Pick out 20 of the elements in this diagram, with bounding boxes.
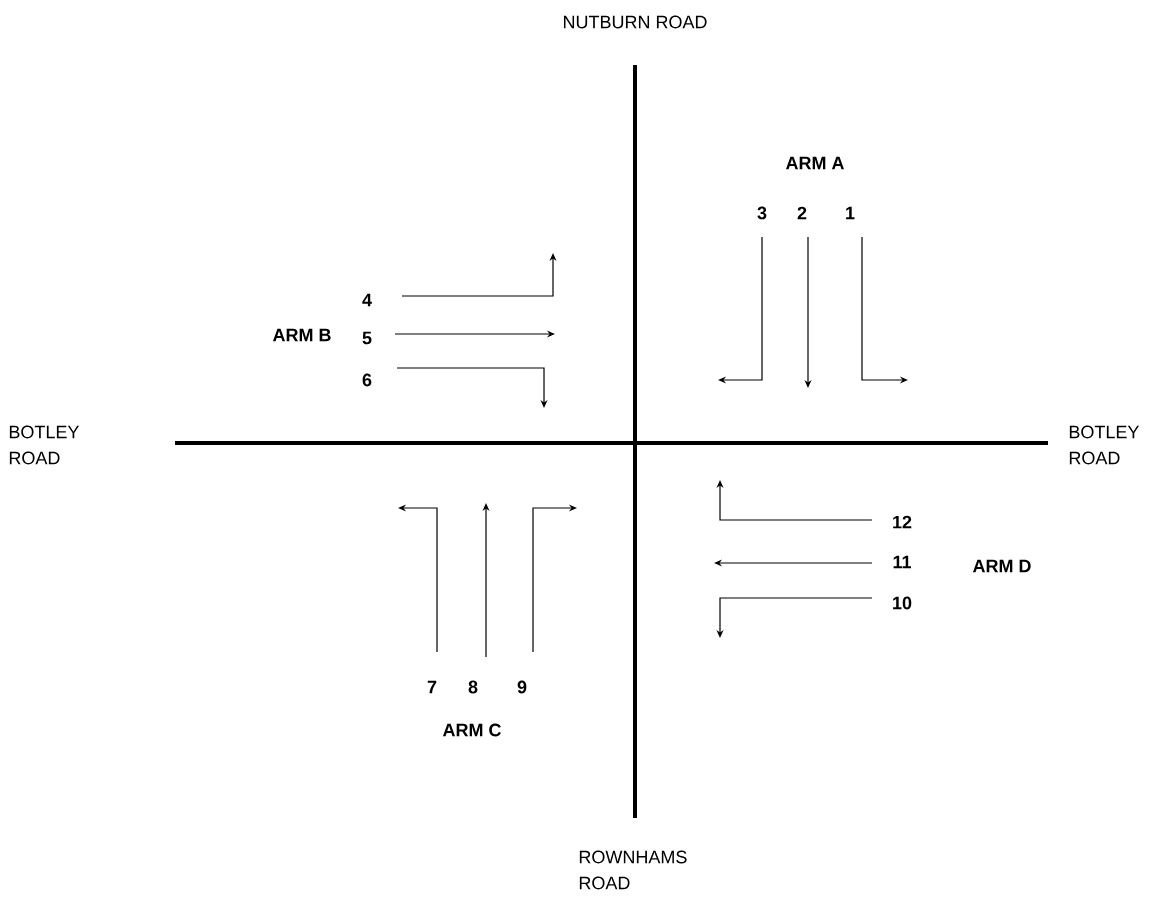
movement-number: 10 (893, 596, 912, 610)
road-name: NUTBURN ROAD (564, 15, 707, 29)
arm-label: ARM B (272, 328, 331, 342)
movement-number: 9 (517, 680, 527, 694)
movement-number: 8 (468, 680, 478, 694)
road-name: BOTLEY ROAD (1069, 425, 1140, 465)
movement-number: 12 (893, 515, 912, 529)
arm-label: ARM A (785, 156, 844, 170)
movement-number: 4 (362, 293, 372, 307)
movement-number: 11 (893, 555, 911, 569)
movement-number: 1 (846, 206, 855, 220)
movement-number: 7 (427, 680, 437, 694)
road-name: BOTLEY ROAD (9, 425, 80, 465)
arm-label: ARM C (442, 723, 501, 737)
road-name: ROWNHAMS ROAD (579, 850, 687, 890)
movement-number: 2 (797, 206, 807, 220)
arm-label: ARM D (972, 559, 1031, 573)
movement-number: 5 (362, 331, 372, 345)
movement-number: 3 (757, 206, 767, 220)
movement-number: 6 (362, 373, 372, 387)
